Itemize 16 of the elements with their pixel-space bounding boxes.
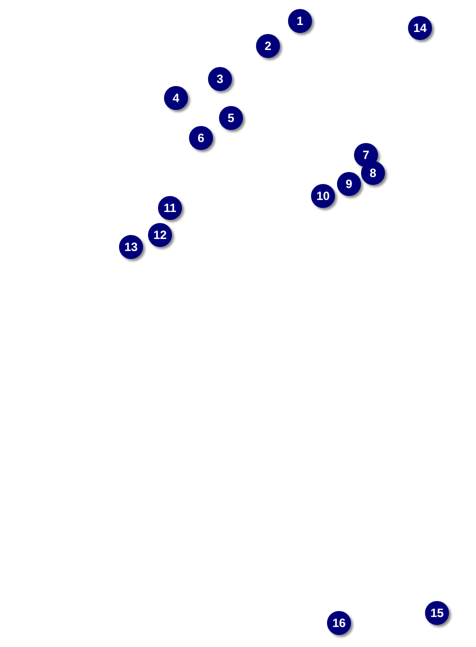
callout-number: 11 <box>158 196 182 220</box>
callout-number: 10 <box>311 184 335 208</box>
callout-number: 1 <box>288 9 312 33</box>
callout-number: 3 <box>208 67 232 91</box>
callout-number: 9 <box>337 172 361 196</box>
callout-number: 14 <box>408 16 432 40</box>
callout-number: 4 <box>164 86 188 110</box>
callout-number: 6 <box>189 126 213 150</box>
callout-number: 12 <box>148 223 172 247</box>
callout-number: 5 <box>219 106 243 130</box>
callout-number: 7 <box>354 143 378 167</box>
callout-number: 2 <box>256 34 280 58</box>
callout-number: 8 <box>361 161 385 185</box>
callout-number: 16 <box>327 611 351 635</box>
callout-number: 15 <box>425 601 449 625</box>
callout-number: 13 <box>119 235 143 259</box>
